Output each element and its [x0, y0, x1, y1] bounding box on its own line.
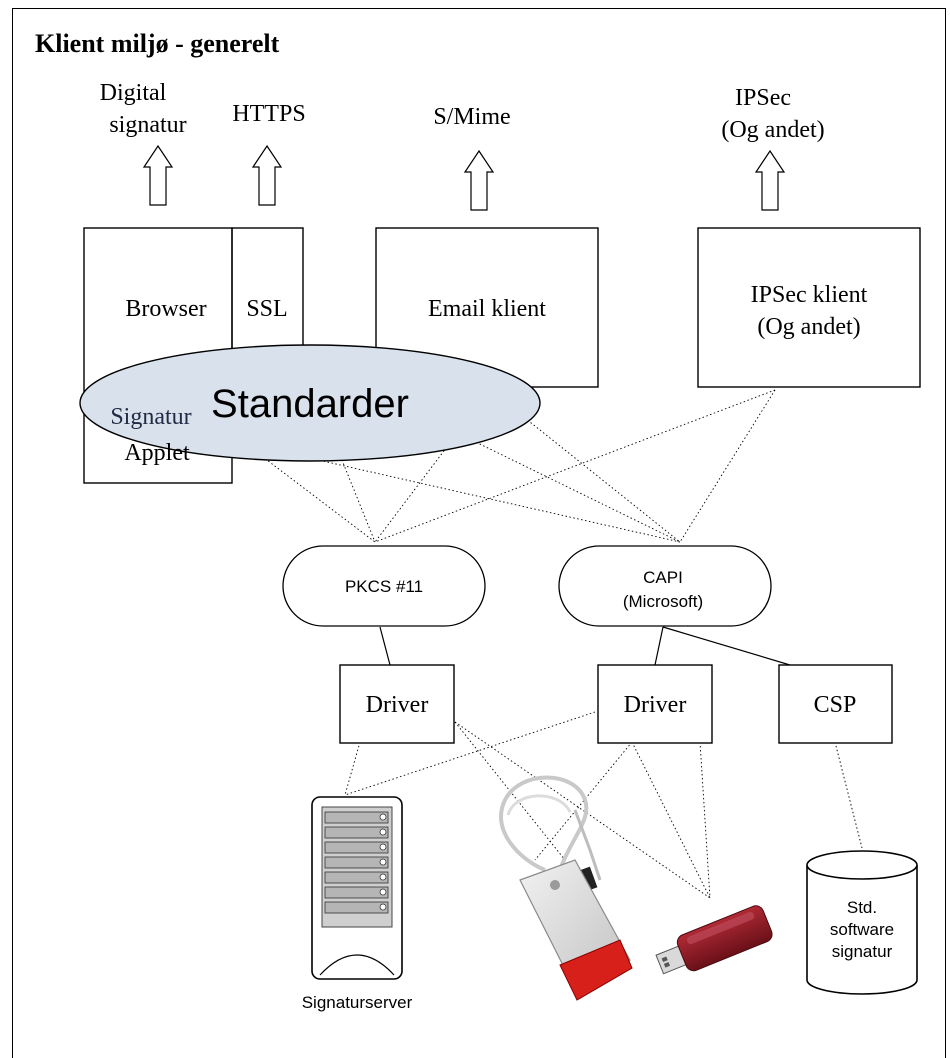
protocol-ipsec-line1: IPSec — [735, 85, 791, 111]
ipsec-klient-label-line2: (Og andet) — [757, 314, 860, 340]
browser-label: Browser — [125, 296, 206, 322]
driver-boxes — [339, 664, 893, 744]
driver-left-label: Driver — [366, 692, 429, 718]
signatur-applet-label-line2: Applet — [124, 440, 190, 466]
page-title: Klient miljø - generelt — [35, 29, 280, 58]
standarder-label: Standarder — [211, 382, 409, 426]
card-reader-icon — [498, 775, 633, 1001]
up-arrows — [142, 144, 786, 211]
protocol-https: HTTPS — [232, 101, 305, 127]
std-software-line2: software — [830, 920, 894, 939]
pkcs11-pill — [282, 545, 486, 627]
ipsec-klient-box — [697, 227, 921, 388]
protocol-ipsec-line2: (Og andet) — [721, 117, 824, 143]
csp-label: CSP — [814, 692, 857, 718]
signatur-applet-label-line1: Signatur — [110, 404, 191, 430]
cylinder-icon — [806, 850, 918, 995]
capi-label-line1: CAPI — [643, 568, 683, 587]
capi-pill — [558, 545, 772, 627]
protocol-smime: S/Mime — [433, 104, 510, 130]
solid-connections — [379, 626, 791, 666]
signaturserver-label: Signaturserver — [302, 993, 413, 1012]
email-klient-label: Email klient — [428, 296, 546, 322]
capi-label-line2: (Microsoft) — [623, 592, 703, 611]
up-arrow-icon — [463, 149, 495, 211]
std-software-line3: signatur — [832, 942, 893, 961]
driver-left-box — [339, 664, 455, 744]
interface-pills — [282, 545, 772, 627]
std-software-label: Std. software signatur — [830, 898, 894, 961]
up-arrow-icon — [251, 144, 283, 206]
pkcs11-label: PKCS #11 — [345, 577, 423, 596]
driver-right-box — [597, 664, 713, 744]
server-icon — [311, 796, 403, 980]
driver-labels: Driver Driver CSP — [366, 692, 857, 718]
protocol-digital-signatur-line1: Digital — [100, 80, 167, 106]
std-software-line1: Std. — [847, 898, 877, 917]
ssl-label: SSL — [246, 296, 287, 322]
up-arrow-icon — [142, 144, 174, 206]
csp-box — [778, 664, 893, 744]
usb-token-icon — [655, 905, 773, 975]
interface-labels: PKCS #11 CAPI (Microsoft) — [345, 568, 703, 611]
protocol-labels: Digital signatur HTTPS S/Mime IPSec (Og … — [100, 80, 825, 143]
standarder-ellipse — [79, 344, 541, 462]
driver-right-label: Driver — [624, 692, 687, 718]
ipsec-klient-label-line1: IPSec klient — [751, 282, 868, 308]
protocol-digital-signatur-line2: signatur — [109, 112, 186, 138]
up-arrow-icon — [754, 149, 786, 211]
ssl-box — [231, 227, 304, 357]
client-labels: Browser SSL Email klient IPSec klient (O… — [110, 282, 867, 466]
